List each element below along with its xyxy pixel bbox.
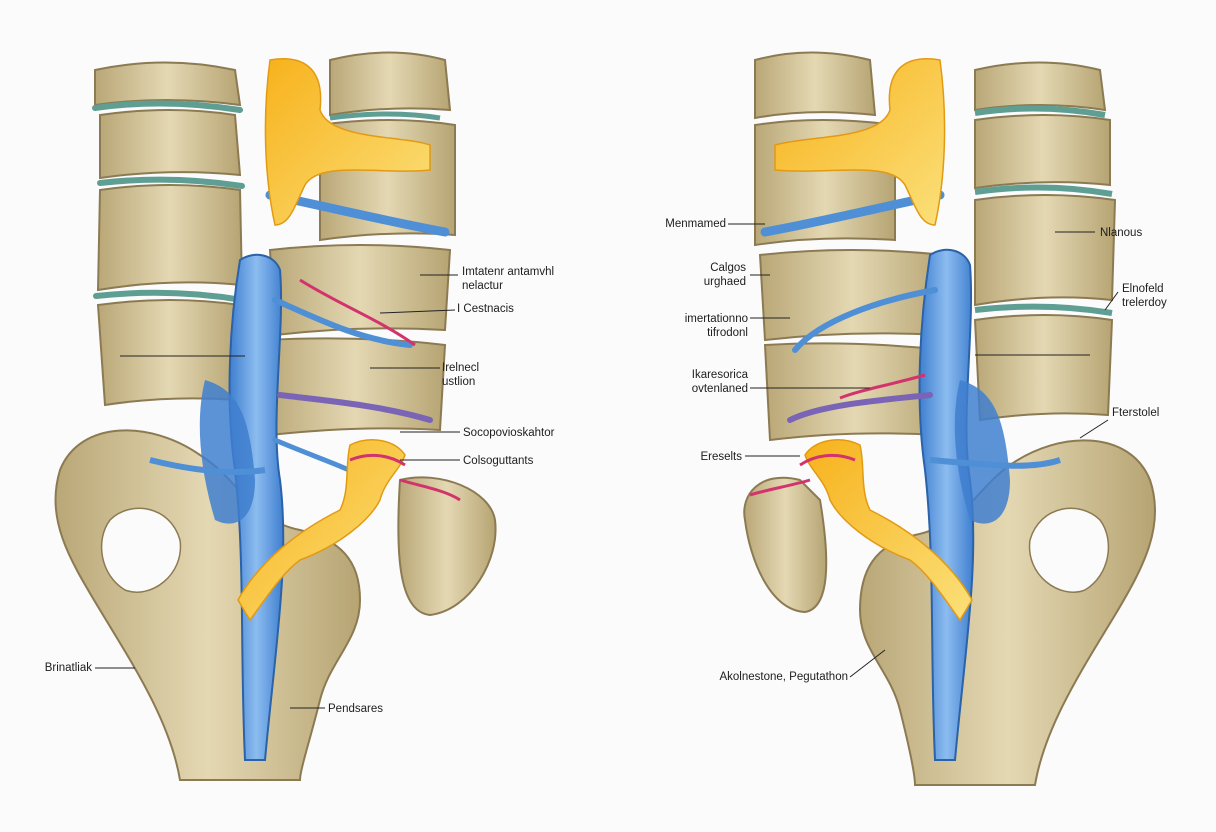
label-right-c: imertationno tifrodonl — [650, 312, 748, 340]
right-vertebra-stack — [973, 61, 1117, 422]
leader-lines — [95, 223, 1119, 709]
label-left-e: Colsoguttants — [463, 455, 534, 467]
label-left-c-line2: ustlion — [442, 376, 476, 388]
label-right-g-line2: trelerdoy — [1122, 297, 1167, 309]
label-right-f: Nlanous — [1100, 227, 1143, 239]
label-right-g-line1: Elnofeld — [1122, 283, 1164, 295]
right-discs — [974, 105, 1113, 316]
label-left-a-line2: nelactur — [462, 280, 503, 292]
label-left-c-line1: Irelnecl — [442, 362, 480, 374]
label-right-c-line1: imertationno — [684, 313, 748, 325]
label-left-f: Brinatliak — [44, 662, 92, 674]
left-discs — [92, 100, 245, 303]
label-right-b: Calgos urghaed — [660, 261, 746, 289]
label-right-d-line2: ovtenlaned — [691, 383, 748, 395]
label-right-b-line2: urghaed — [703, 276, 746, 288]
label-right-b-line1: Calgos — [710, 262, 746, 274]
label-left-c: Irelnecl ustlion — [442, 361, 479, 389]
label-left-g: Pendsares — [328, 703, 383, 715]
left-spine-figure — [54, 51, 497, 781]
left-vertebra-stack — [94, 61, 244, 407]
label-right-h: Fterstolel — [1112, 407, 1160, 419]
right-spine-figure — [743, 51, 1157, 786]
label-left-a-line1: Imtatenr antamvhl — [462, 266, 555, 278]
label-right-c-line2: tifrodonl — [707, 327, 748, 339]
label-left-d: Socopovioskahtor — [463, 427, 555, 439]
label-right-d: Ikaresorica ovtenlaned — [650, 368, 748, 396]
label-right-e: Ereselts — [700, 451, 742, 463]
label-right-d-line1: Ikaresorica — [691, 369, 748, 381]
label-left-b: I Cestnacis — [457, 303, 514, 315]
label-right-a: Menmamed — [665, 218, 726, 230]
label-left-a: Imtatenr antamvhl nelactur — [462, 265, 554, 293]
label-right-g: Elnofeld trelerdoy — [1122, 282, 1167, 310]
label-right-i: Akolnestone, Pegutathon — [719, 671, 848, 683]
left-ligaments — [237, 58, 461, 622]
right-nerves — [760, 190, 1061, 761]
right-ligaments — [749, 58, 973, 622]
